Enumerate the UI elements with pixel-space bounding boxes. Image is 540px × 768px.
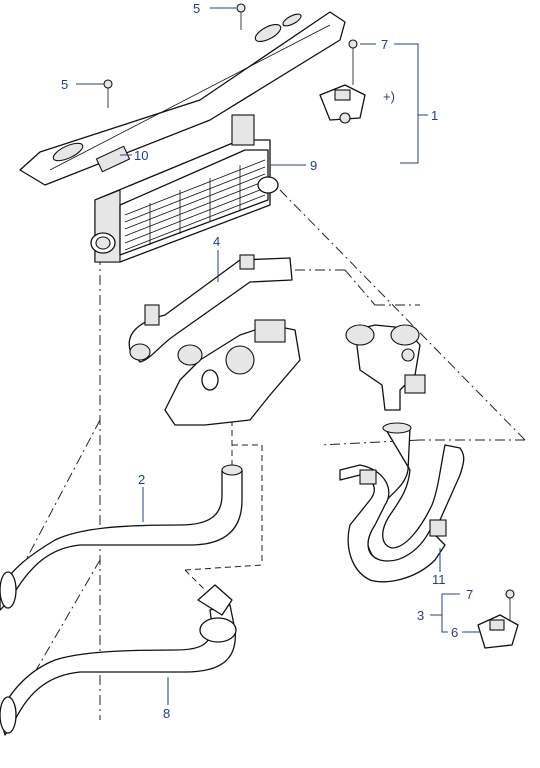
callout-1: 1 — [431, 108, 438, 123]
clip-10 — [95, 145, 131, 173]
callout-10: 10 — [134, 148, 148, 163]
callout-7-bottom: 7 — [466, 587, 473, 602]
connection-line-to-valve-bottom — [319, 439, 421, 446]
mounting-bracket — [19, 11, 346, 186]
hose-8 — [0, 584, 237, 736]
control-valve — [164, 319, 301, 426]
callout-11: 11 — [432, 572, 446, 587]
hose-11 — [339, 422, 465, 583]
pressure-sensor-top — [319, 39, 366, 124]
pressure-sensor-bottom — [477, 589, 519, 649]
callout-4: 4 — [213, 234, 220, 249]
leader-lines — [76, 7, 480, 705]
sensor-connector-mark: +) — [383, 89, 395, 104]
bolt-5-top — [236, 3, 246, 30]
callout-2: 2 — [138, 472, 145, 487]
connection-line-hose4-down — [344, 269, 376, 306]
callout-7-top: 7 — [381, 37, 388, 52]
callout-3: 3 — [417, 608, 424, 623]
callout-8: 8 — [163, 706, 170, 721]
callout-6: 6 — [451, 625, 458, 640]
hose-4 — [128, 254, 293, 363]
dashed-line-to-hose8 — [184, 564, 263, 571]
callout-5-left: 5 — [61, 77, 68, 92]
intercooler — [90, 114, 279, 263]
callout-5-top: 5 — [193, 1, 200, 16]
dashed-line-hose8-elbow — [184, 569, 206, 591]
callout-9: 9 — [310, 158, 317, 173]
connection-line-long-diagonal — [279, 189, 526, 441]
bolt-5-left — [103, 79, 113, 108]
hose-2 — [0, 464, 243, 611]
thermostat-valve-right — [345, 324, 426, 411]
callout-labels: 5 5 7 1 +) 9 10 4 2 8 11 7 3 6 — [61, 1, 473, 721]
